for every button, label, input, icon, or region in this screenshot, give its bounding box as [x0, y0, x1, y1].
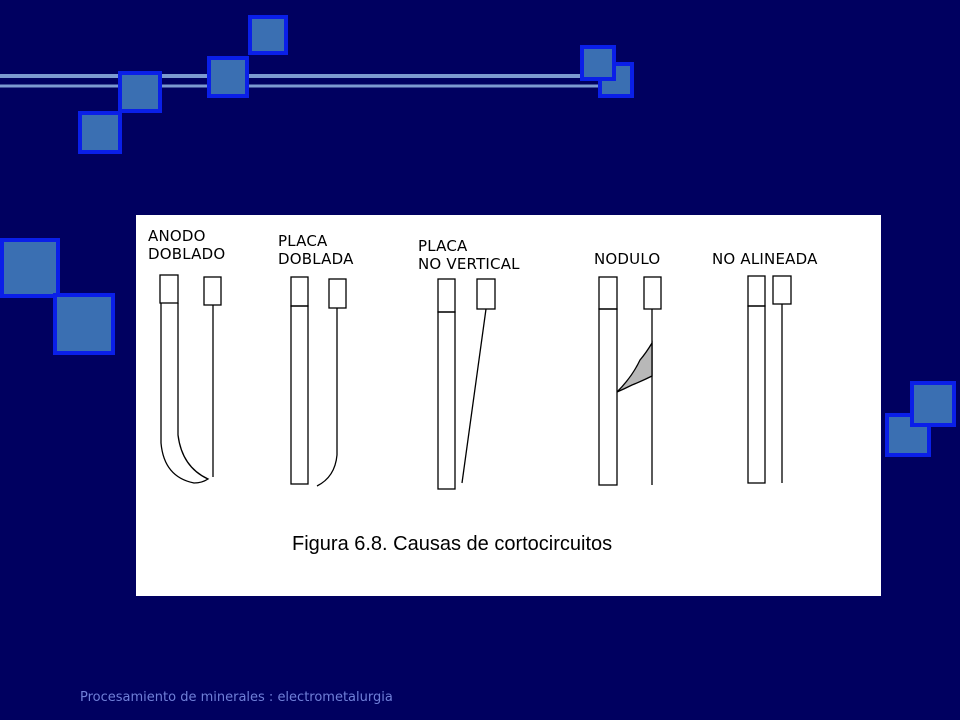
placa-doblada-drawing [290, 276, 347, 487]
label-placa-doblada: PLACA DOBLADA [278, 232, 354, 268]
label-anodo-doblado: ANODO DOBLADO [148, 227, 226, 263]
placa-no-vertical-drawing [437, 278, 496, 490]
label-placa-no-vertical: PLACA NO VERTICAL [418, 237, 520, 273]
decorative-square [248, 15, 288, 55]
figure-panel: ANODO DOBLADO PLACA DOBLADA PLACA NO VER… [136, 215, 881, 596]
decorative-square [0, 238, 60, 298]
footer-text: Procesamiento de minerales : electrometa… [80, 690, 393, 705]
nodulo-drawing [598, 276, 662, 486]
short-circuit-diagram [159, 274, 792, 490]
figure-caption: Figura 6.8. Causas de cortocircuitos [292, 533, 613, 555]
decorative-square [118, 71, 162, 113]
decorative-square [53, 293, 115, 355]
decorative-square [207, 56, 249, 98]
decorative-square [78, 111, 122, 154]
label-no-alineada: NO ALINEADA [712, 250, 818, 268]
decorative-square [910, 381, 956, 427]
anodo-doblado-drawing [159, 274, 222, 484]
no-alineada-drawing [747, 275, 792, 484]
label-nodulo: NODULO [594, 250, 661, 268]
decorative-square [580, 45, 616, 81]
